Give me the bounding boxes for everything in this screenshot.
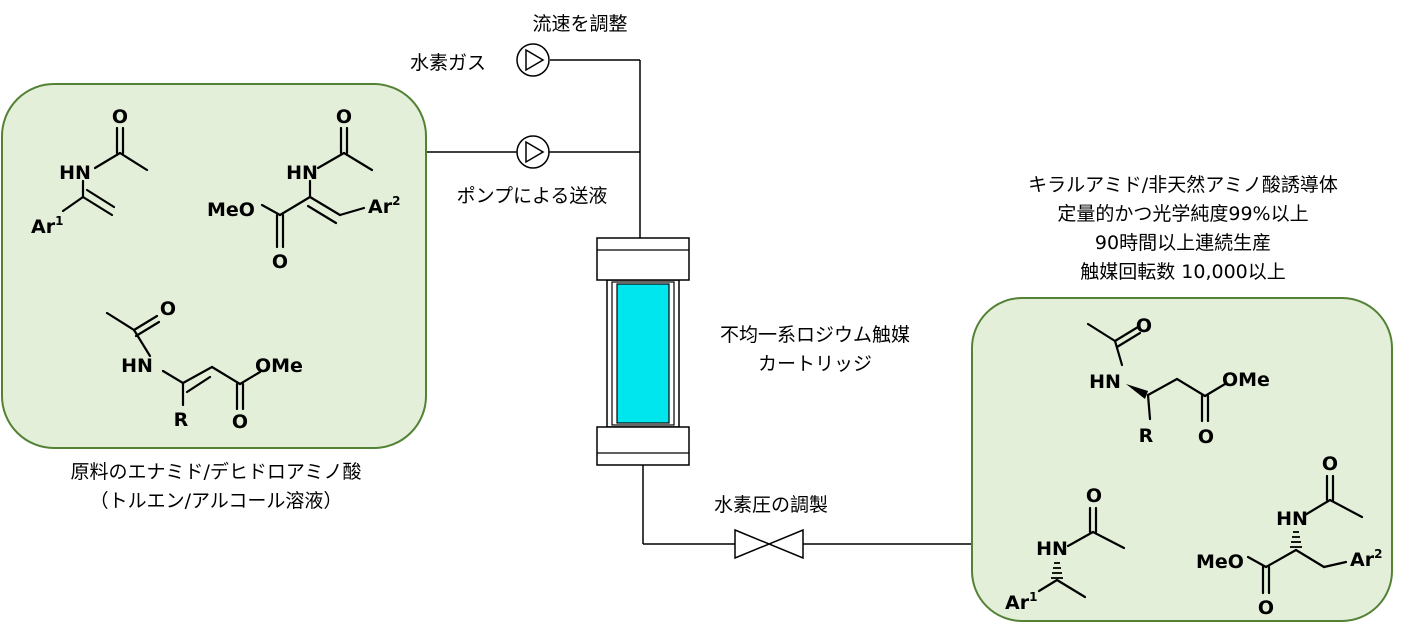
substrates-caption-line2: （トルエン/アルコール溶液） <box>90 490 343 512</box>
products-line2: 定量的かつ光学純度99%以上 <box>1057 203 1308 225</box>
hydrogen-pump-icon <box>516 43 550 77</box>
atom-label: O <box>232 411 248 433</box>
atom-label: Ar2 <box>368 194 400 218</box>
atom-label: R <box>1139 425 1154 447</box>
atom-label: O <box>1258 597 1274 619</box>
pump-label: ポンプによる送液 <box>457 185 608 207</box>
pressure-label: 水素圧の調製 <box>714 494 828 516</box>
atom-label: O <box>336 106 352 128</box>
atom-label: O <box>1136 315 1152 337</box>
catalyst-cartridge <box>596 237 690 466</box>
products-line4: 触媒回転数 10,000以上 <box>1080 261 1286 283</box>
atom-label: HN <box>1089 371 1121 393</box>
hydrogen-gas-label: 水素ガス <box>410 52 486 74</box>
atom-label: HN <box>286 162 318 184</box>
atom-label: HN <box>121 355 153 377</box>
products-line1: キラルアミド/非天然アミノ酸誘導体 <box>1028 174 1338 196</box>
pipe-network <box>426 59 972 545</box>
atom-label: MeO <box>207 199 255 221</box>
atom-label: O <box>1322 453 1338 475</box>
substrates-panel <box>1 83 427 449</box>
atom-label: O <box>272 251 288 273</box>
dehydroamino-ester-structure: O HN MeO O Ar2 <box>207 106 400 273</box>
enamino-ester-structure: O HN OMe R O <box>105 298 303 433</box>
atom-label: O <box>112 106 128 128</box>
atom-label: OMe <box>255 355 303 377</box>
liquid-pump-icon <box>516 135 550 169</box>
atom-label: Ar2 <box>1350 547 1382 571</box>
flow-rate-label: 流速を調整 <box>532 13 627 35</box>
enamide-structure: O HN Ar1 <box>31 106 149 238</box>
atom-label: HN <box>1036 538 1068 560</box>
atom-label: HN <box>1276 508 1308 530</box>
beta-amino-ester-product: O HN OMe R O <box>1086 315 1270 448</box>
atom-label: Ar1 <box>31 214 63 238</box>
atom-label: O <box>1086 485 1102 507</box>
substrates-caption-line1: 原料のエナミド/デヒドロアミノ酸 <box>70 461 361 483</box>
atom-label: HN <box>59 162 91 184</box>
amino-acid-product: O HN MeO O Ar2 <box>1196 453 1382 619</box>
reactor-label-line1: 不均一系ロジウム触媒 <box>720 324 910 346</box>
atom-label: O <box>1198 426 1214 448</box>
products-line3: 90時間以上連続生産 <box>1095 232 1271 254</box>
atom-label: MeO <box>1196 551 1244 573</box>
atom-label: Ar1 <box>1005 590 1037 614</box>
atom-label: R <box>174 409 189 431</box>
chiral-amide-product: O HN Ar1 <box>1005 485 1126 614</box>
catalyst-bed <box>616 283 670 424</box>
atom-label: O <box>160 298 176 320</box>
reactor-label-line2: カートリッジ <box>758 353 872 375</box>
atom-label: OMe <box>1222 369 1270 391</box>
pressure-valve-icon <box>734 528 804 560</box>
